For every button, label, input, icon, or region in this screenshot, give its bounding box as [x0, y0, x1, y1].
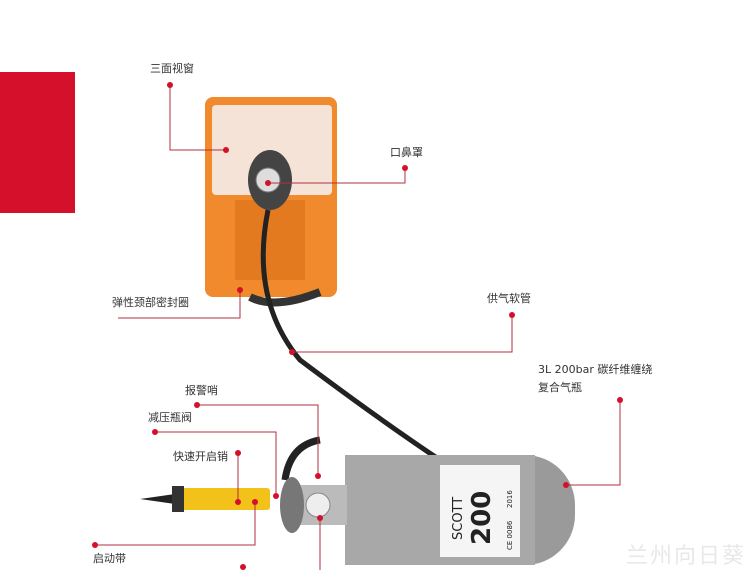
cylinder-ce: CE 0086: [506, 520, 514, 550]
escape-hood: [205, 97, 337, 307]
cylinder-pressure: 200: [467, 491, 497, 545]
pressure-valve: [280, 477, 347, 533]
watermark: 兰州向日葵: [625, 544, 746, 569]
supply-hose: [260, 209, 442, 463]
label-cylinder-line2: 复合气瓶: [538, 381, 582, 394]
red-accent-block: [0, 72, 75, 213]
label-neck-seal: 弹性颈部密封圈: [112, 296, 189, 309]
label-cylinder-line1: 3L 200bar 碳纤维缠绕: [538, 363, 653, 376]
air-cylinder: 200 SCOTT 2016 CE 0086: [345, 455, 575, 565]
label-quick-pin: 快速开启销: [173, 450, 228, 463]
quick-release-pin: [140, 486, 270, 512]
cylinder-year: 2016: [506, 490, 514, 508]
label-window: 三面视窗: [150, 62, 194, 75]
label-start-strap: 启动带: [93, 552, 126, 565]
label-mask: 口鼻罩: [390, 146, 423, 159]
leader-lines: [95, 85, 621, 570]
label-valve: 减压瓶阀: [148, 411, 192, 424]
cylinder-brand: SCOTT: [451, 497, 466, 540]
leader-dots: [92, 82, 623, 570]
label-whistle: 报警哨: [185, 384, 218, 397]
label-hose: 供气软管: [487, 292, 531, 305]
